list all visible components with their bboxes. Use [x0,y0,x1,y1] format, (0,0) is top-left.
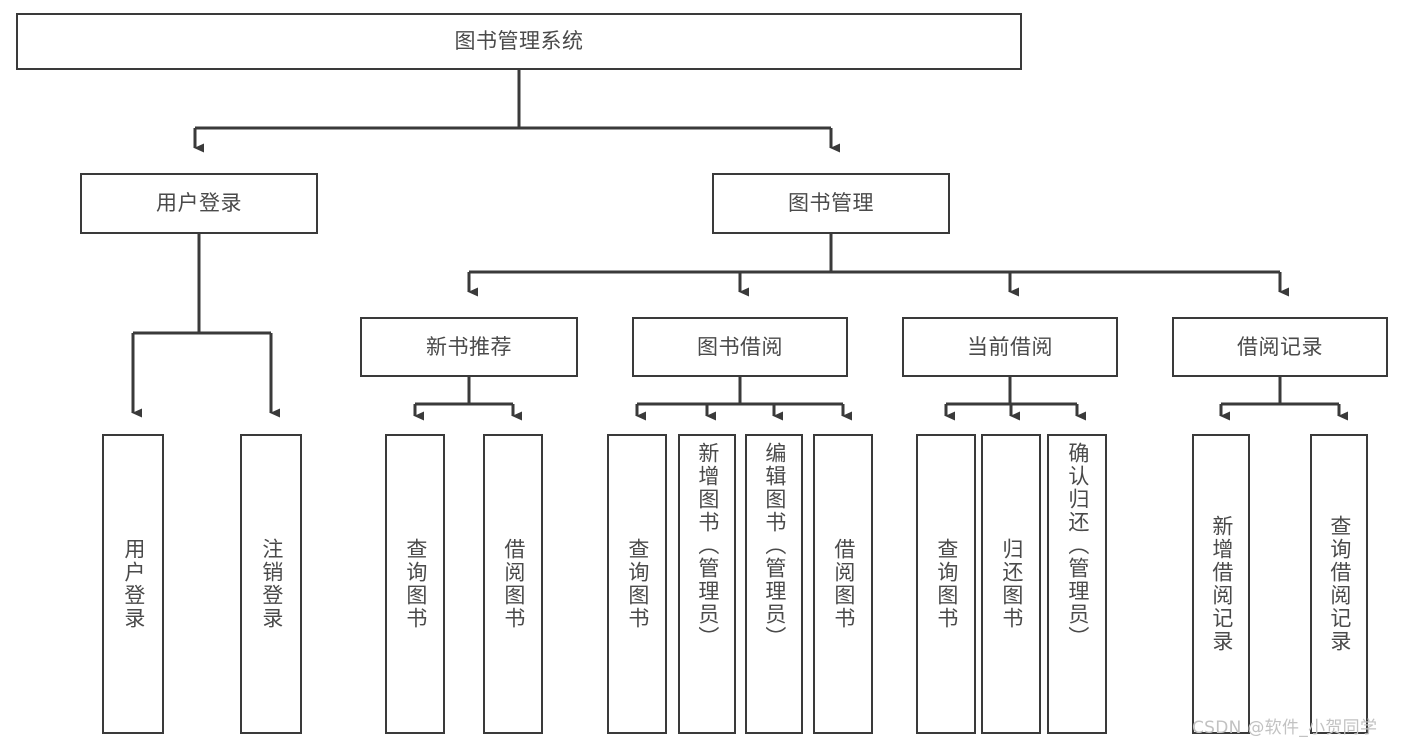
leaf-user-login-label: 用户登录 [121,538,146,630]
node-current-borrow[interactable]: 当前借阅 [902,317,1118,377]
leaf-query-book-1-label: 查询图书 [403,538,428,630]
node-book-borrow-label: 图书借阅 [697,334,783,359]
csdn-watermark: CSDN @软件_小贺同学 [1192,718,1378,738]
leaf-user-login[interactable]: 用户登录 [102,434,164,734]
leaf-query-book-2-label: 查询图书 [625,538,650,630]
leaf-query-book-1[interactable]: 查询图书 [385,434,445,734]
leaf-query-record-label: 查询借阅记录 [1327,515,1352,653]
node-borrow-record-label: 借阅记录 [1237,334,1323,359]
node-book-manage[interactable]: 图书管理 [712,173,950,234]
leaf-confirm-return-label: 确认归还（管理员） [1065,442,1090,649]
leaf-edit-book[interactable]: 编辑图书（管理员） [745,434,803,734]
node-new-book-rec-label: 新书推荐 [426,334,512,359]
node-new-book-rec[interactable]: 新书推荐 [360,317,578,377]
node-borrow-record[interactable]: 借阅记录 [1172,317,1388,377]
node-user-login-label: 用户登录 [156,191,242,216]
leaf-borrow-book-1-label: 借阅图书 [501,538,526,630]
leaf-add-book-label: 新增图书（管理员） [695,442,720,649]
leaf-user-logout-label: 注销登录 [259,538,284,630]
node-book-borrow[interactable]: 图书借阅 [632,317,848,377]
leaf-query-record[interactable]: 查询借阅记录 [1310,434,1368,734]
leaf-add-record-label: 新增借阅记录 [1209,515,1234,653]
leaf-borrow-book-2-label: 借阅图书 [831,538,856,630]
node-book-manage-label: 图书管理 [788,191,874,216]
leaf-edit-book-label: 编辑图书（管理员） [762,442,787,649]
leaf-confirm-return[interactable]: 确认归还（管理员） [1047,434,1107,734]
leaf-add-book[interactable]: 新增图书（管理员） [678,434,736,734]
leaf-query-book-3[interactable]: 查询图书 [916,434,976,734]
node-user-login[interactable]: 用户登录 [80,173,318,234]
leaf-return-book[interactable]: 归还图书 [981,434,1041,734]
leaf-query-book-2[interactable]: 查询图书 [607,434,667,734]
leaf-borrow-book-1[interactable]: 借阅图书 [483,434,543,734]
node-root[interactable]: 图书管理系统 [16,13,1022,70]
node-current-borrow-label: 当前借阅 [967,334,1053,359]
leaf-add-record[interactable]: 新增借阅记录 [1192,434,1250,734]
leaf-user-logout[interactable]: 注销登录 [240,434,302,734]
leaf-borrow-book-2[interactable]: 借阅图书 [813,434,873,734]
node-root-label: 图书管理系统 [454,29,584,54]
leaf-query-book-3-label: 查询图书 [934,538,959,630]
leaf-return-book-label: 归还图书 [999,538,1024,630]
